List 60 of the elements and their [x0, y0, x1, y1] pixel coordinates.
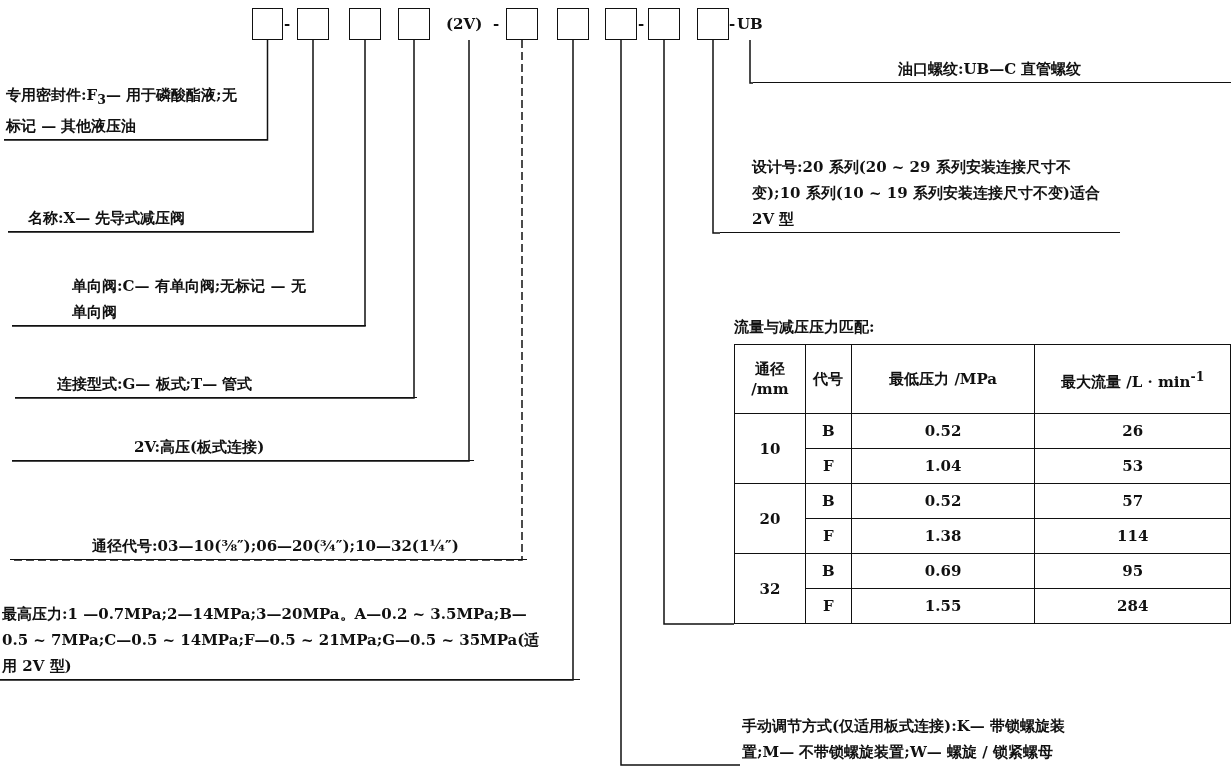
- table-cell: F: [805, 448, 852, 484]
- table-cell: 1.38: [851, 518, 1035, 554]
- leader-line: [620, 39, 741, 766]
- table-cell: 114: [1034, 518, 1231, 554]
- table-header-cell: 最大流量 /L · min$^{-1}$: [1034, 344, 1231, 414]
- code-description: 单向阀:C— 有单向阀;无标记 — 无单向阀: [12, 262, 366, 326]
- code-box: [297, 8, 329, 40]
- table-header-cell: 最低压力 /MPa: [851, 344, 1035, 414]
- table-header-cell: 代号: [805, 344, 852, 414]
- table-cell: B: [805, 413, 852, 449]
- code-box: [557, 8, 589, 40]
- code-box: [506, 8, 538, 40]
- leader-line: [712, 39, 721, 234]
- table-cell: B: [805, 553, 852, 589]
- table-header-cell: 通径 /mm: [734, 344, 806, 414]
- code-box: [252, 8, 283, 40]
- table-cell: 284: [1034, 588, 1231, 624]
- leader-line: [14, 39, 415, 399]
- leader-line: [7, 39, 314, 233]
- leader-line: [663, 39, 735, 625]
- table-cell: 26: [1034, 413, 1231, 449]
- separator-dash: -: [493, 14, 500, 35]
- code-description: 连接型式:G— 板式;T— 管式: [15, 366, 417, 398]
- leader-line: [0, 39, 574, 681]
- leader-line: [749, 39, 754, 84]
- table-cell: 95: [1034, 553, 1231, 589]
- separator-dash: -: [638, 14, 645, 35]
- leader-line: [11, 39, 366, 327]
- code-box: [349, 8, 381, 40]
- table-cell: F: [805, 588, 852, 624]
- code-box: [697, 8, 729, 40]
- table-cell: 0.69: [851, 553, 1035, 589]
- table-cell: 1.04: [851, 448, 1035, 484]
- table-cell: 1.55: [851, 588, 1035, 624]
- code-letters: UB: [737, 8, 763, 40]
- separator-dash: -: [284, 14, 291, 35]
- table-cell: 32: [734, 553, 806, 624]
- code-box: [605, 8, 637, 40]
- table-cell: 53: [1034, 448, 1231, 484]
- leader-line: [11, 39, 470, 462]
- code-description: 通径代号:03—10(⅜″);06—20(¾″);10—32(1¼″): [10, 470, 527, 560]
- code-description: 手动调节方式(仅适用板式连接):K— 带锁螺旋装置;M— 不带锁螺旋装置;W— 螺旋 / 锁紧螺母: [740, 680, 1080, 765]
- code-letters: (2V): [446, 8, 492, 40]
- table-cell: 57: [1034, 483, 1231, 519]
- table-heading: 流量与减压压力匹配:: [734, 317, 876, 338]
- table-cell: F: [805, 518, 852, 554]
- table-cell: B: [805, 483, 852, 519]
- code-box: [398, 8, 430, 40]
- code-description: 2V:高压(板式连接): [12, 428, 474, 461]
- separator-dash: -: [729, 14, 736, 35]
- code-description: 油口螺纹:UB—C 直管螺纹: [753, 50, 1231, 83]
- code-box: [648, 8, 680, 40]
- code-description: 设计号:20 系列(20 ~ 29 系列安装连接尺寸不变);10 系列(10 ~ 19 系列安装连接尺寸不变)适合 2V 型: [720, 148, 1120, 233]
- code-description: 最高压力:1 —0.7MPa;2—14MPa;3—20MPa。A—0.2 ~ 3.5MPa;B—0.5 ~ 7MPa;C—0.5 ~ 14MPa;F—0.5 ~ 21MPa;G—0.5 ~ 35MPa(适用 2V 型): [0, 585, 580, 680]
- code-description: 名称:X— 先导式减压阀: [8, 200, 314, 232]
- table-cell: 0.52: [851, 413, 1035, 449]
- table-cell: 20: [734, 483, 806, 554]
- code-description: 专用密封件:F$_{3}$— 用于磷酸酯液;无标记 — 其他液压油: [4, 45, 268, 140]
- table-cell: 0.52: [851, 483, 1035, 519]
- table-cell: 10: [734, 413, 806, 484]
